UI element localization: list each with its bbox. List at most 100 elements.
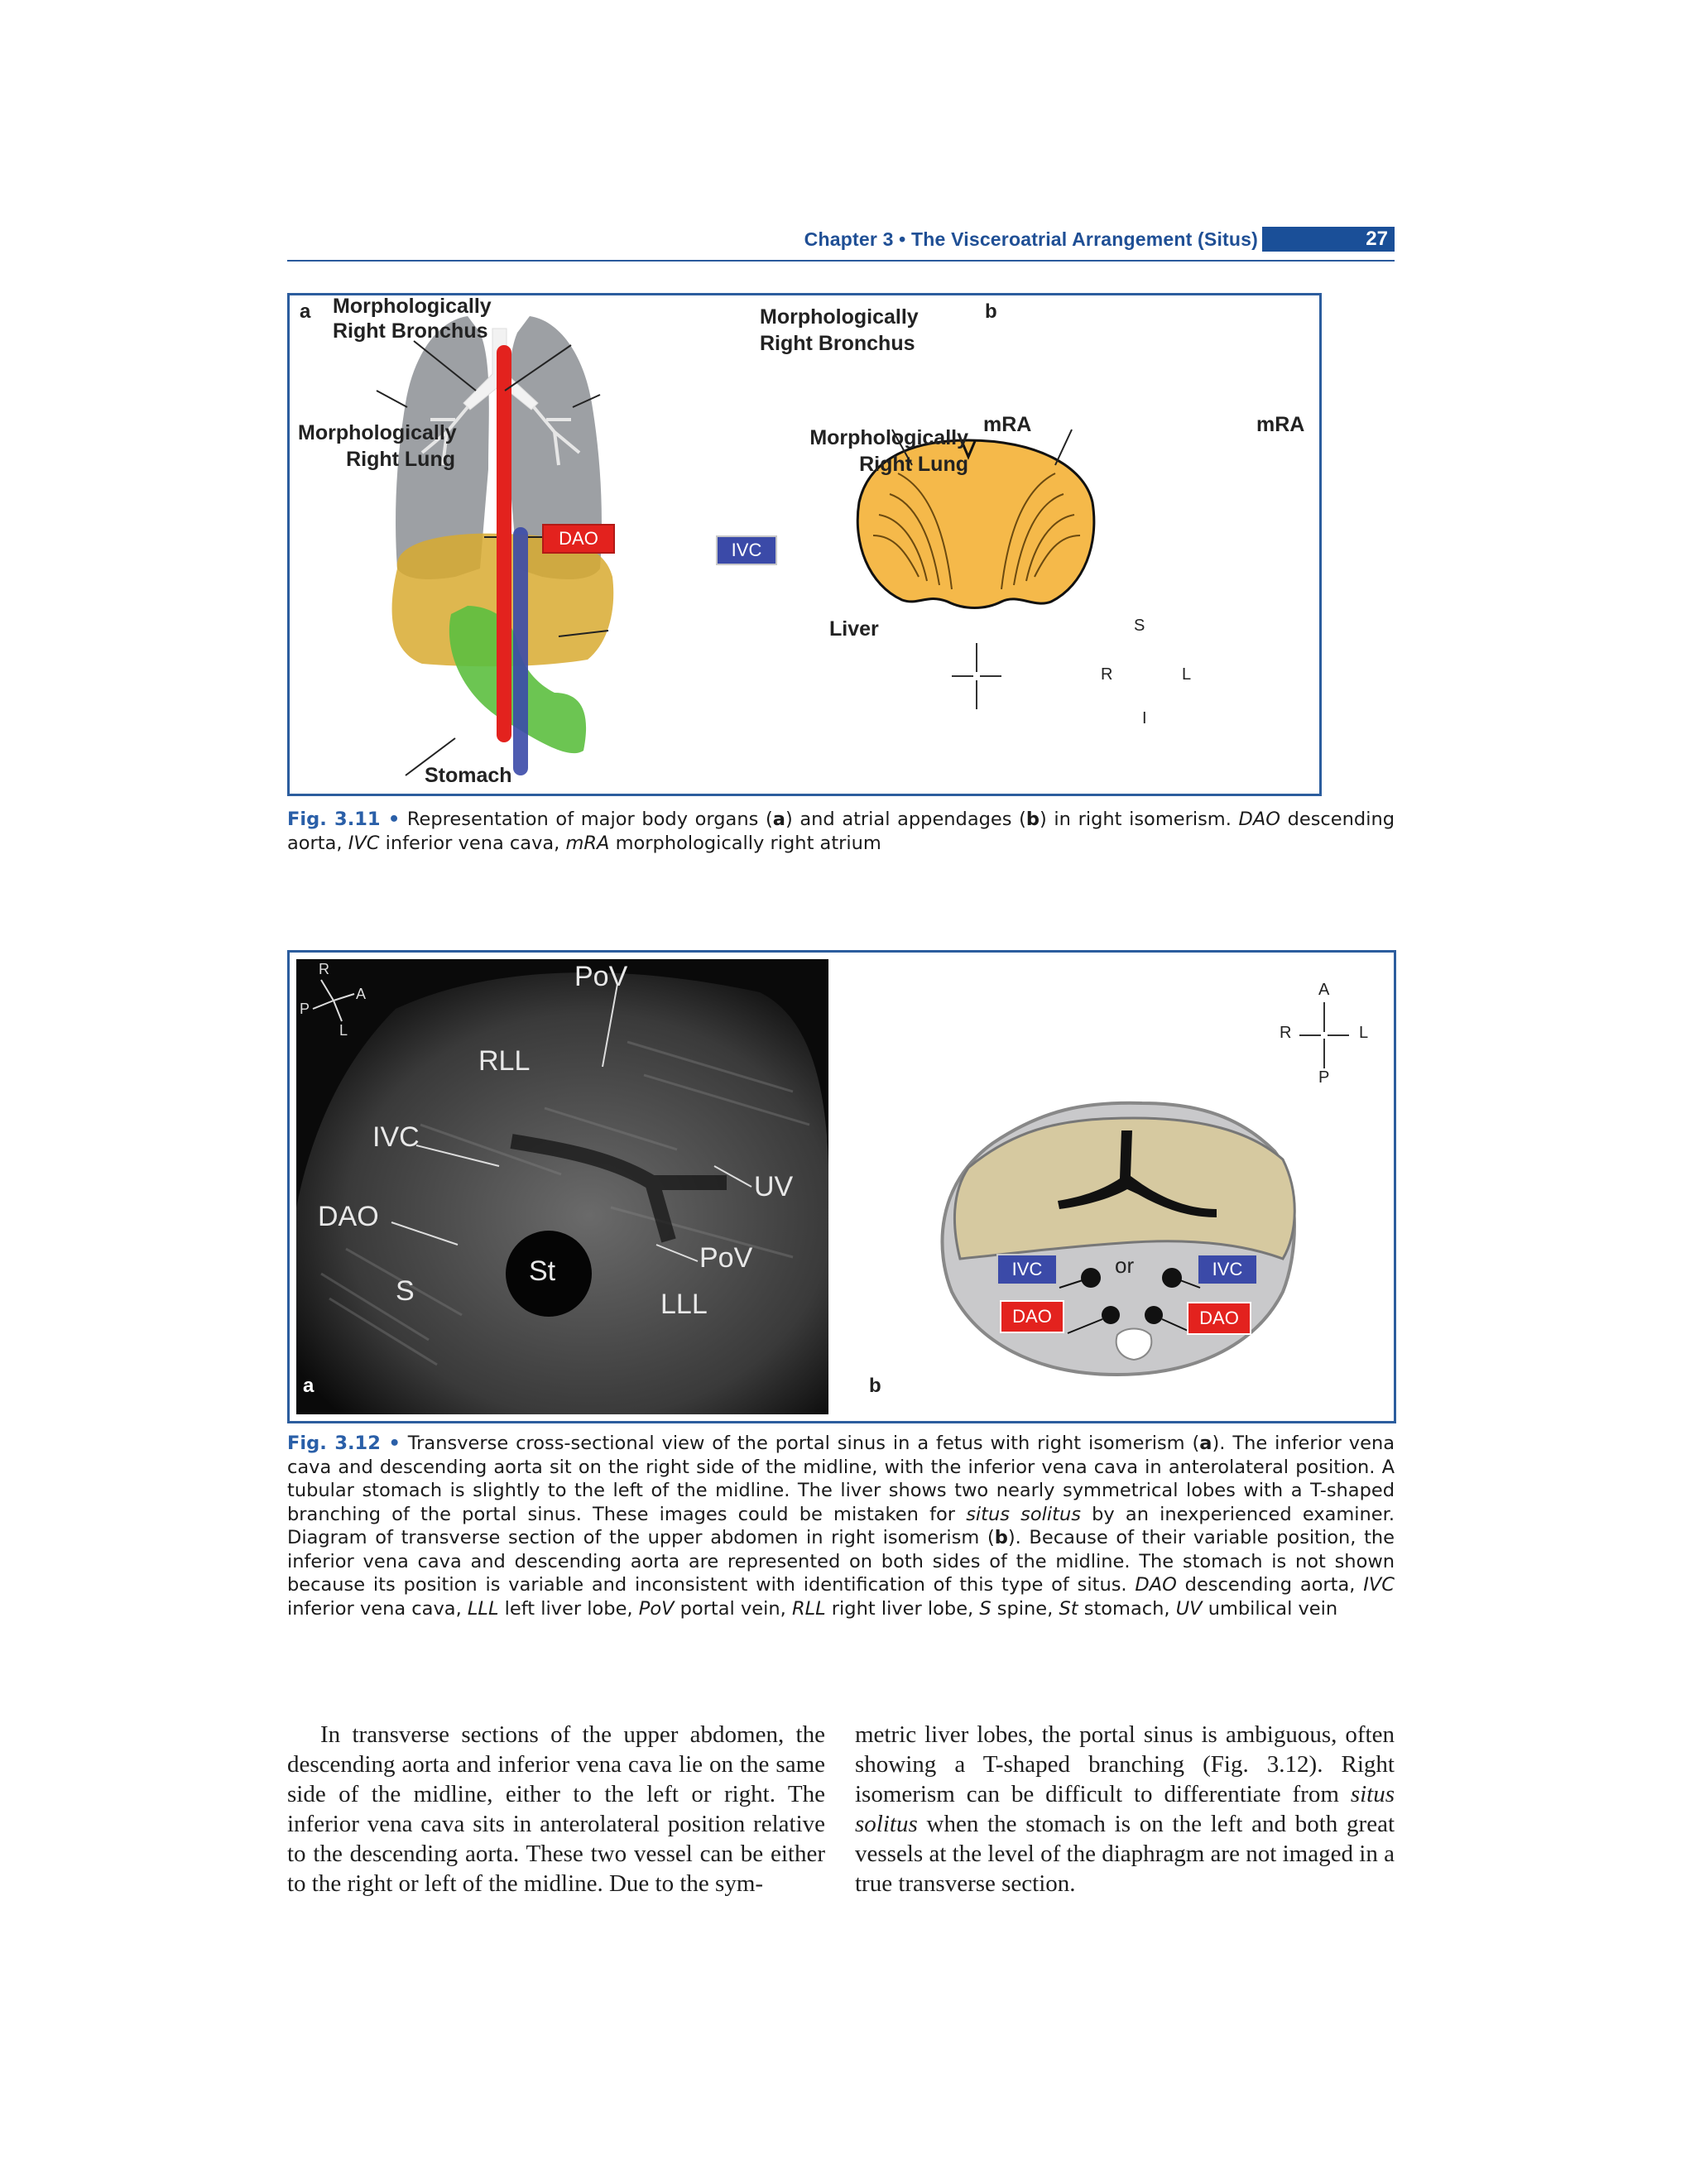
us-orient-a-label: A xyxy=(356,986,367,1002)
caption-panel-ref: a xyxy=(772,809,785,830)
mra-right-label: mRA xyxy=(1256,413,1305,436)
us-s-label: S xyxy=(396,1275,415,1307)
caption-abbrev: mRA xyxy=(565,832,610,854)
caption-text: umbilical vein xyxy=(1202,1597,1338,1620)
lung-left-line-1: Morphologically xyxy=(298,421,457,444)
us-pov-top-label: PoV xyxy=(574,961,628,992)
body-column-right: metric liver lobes, the portal sinus is … xyxy=(855,1720,1395,1898)
lung-left-line-2: Right Lung xyxy=(346,448,455,471)
diagram-dao-left: DAO xyxy=(1000,1300,1064,1333)
compass-center xyxy=(1321,1032,1328,1039)
us-ivc-line xyxy=(415,1145,500,1167)
bronchial-tree-right xyxy=(532,406,581,466)
caption-text: ) in right isomerism. xyxy=(1040,809,1239,830)
figure-3-11-caption: Fig. 3.11 • Representation of major body… xyxy=(287,808,1395,855)
caption-text: spine, xyxy=(991,1597,1059,1620)
us-uv-line xyxy=(713,1165,752,1188)
caption-abbrev: PoV xyxy=(638,1597,675,1620)
caption-figure-label: Fig. 3.11 • xyxy=(287,809,401,830)
ivc-right-line xyxy=(1179,1279,1201,1289)
dao-dot-left xyxy=(1102,1306,1120,1324)
caption-text: ) and atrial appendages ( xyxy=(785,809,1026,830)
caption-text: inferior vena cava, xyxy=(379,832,566,854)
caption-abbrev: LLL xyxy=(467,1597,499,1620)
figure-3-11: a Morphologically Right Bronchus Morphol… xyxy=(287,293,1322,796)
caption-panel-ref: b xyxy=(1025,809,1040,830)
ivc-dot-left xyxy=(1081,1268,1101,1288)
mra-left-line xyxy=(891,429,913,466)
atrium-shape xyxy=(856,439,1096,609)
page-number: 27 xyxy=(1262,227,1395,252)
spine xyxy=(1115,1327,1153,1361)
us-ivc-label: IVC xyxy=(372,1121,420,1153)
bronchus-right-line xyxy=(504,344,572,391)
us-liver-region xyxy=(296,972,828,1414)
dao-left-line xyxy=(1067,1318,1103,1334)
ultrasound-texture xyxy=(296,972,828,1414)
compass-r: R xyxy=(1280,1024,1292,1042)
body-italic-term: situs solitus xyxy=(855,1781,1395,1837)
portal-t-branching xyxy=(1058,1130,1217,1217)
compass-i: I xyxy=(1142,709,1147,727)
us-orient-l xyxy=(333,1000,343,1022)
us-orient-a xyxy=(333,993,355,1001)
lung-left-line xyxy=(376,390,408,408)
diagram-or: or xyxy=(1115,1253,1135,1278)
mra-left-label: mRA xyxy=(983,413,1032,436)
us-rll-label: RLL xyxy=(478,1045,531,1077)
compass-p: P xyxy=(1318,1068,1330,1087)
stomach-line xyxy=(405,737,456,776)
bronchus-right-line-2: Right Bronchus xyxy=(760,332,915,355)
caption-abbrev: DAO xyxy=(1135,1574,1177,1596)
figure-3-11-illustration xyxy=(376,316,1096,776)
compass-l: L xyxy=(1182,665,1192,684)
compass-s: S xyxy=(1134,617,1145,635)
caption-abbrev: S xyxy=(979,1597,992,1620)
mra-right-line xyxy=(1054,429,1073,466)
us-orient-l-label: L xyxy=(339,1022,348,1039)
body-paragraph-1: In transverse sections of the upper abdo… xyxy=(287,1721,825,1897)
caption-text: left liver lobe, xyxy=(498,1597,639,1620)
us-stomach xyxy=(506,1231,592,1317)
ultrasound-image: R A P L PoV RLL IVC UV DAO PoV St S LLL … xyxy=(296,959,828,1414)
lung-right-line xyxy=(572,394,601,408)
right-pectinate xyxy=(1001,473,1081,590)
diagram-ivc-left: IVC xyxy=(996,1254,1058,1285)
chapter-title: Chapter 3 • The Visceroatrial Arrangemen… xyxy=(804,228,1258,251)
us-orient-p xyxy=(312,1000,334,1010)
figure-3-12: R A P L PoV RLL IVC UV DAO PoV St S LLL … xyxy=(287,950,1396,1423)
caption-panel-ref: b xyxy=(994,1527,1008,1548)
ivc-left-line xyxy=(1059,1279,1083,1289)
caption-text: portal vein, xyxy=(674,1597,792,1620)
us-dao-label: DAO xyxy=(318,1201,379,1232)
diagram-dao-right: DAO xyxy=(1187,1302,1251,1335)
panel-b-label: b xyxy=(985,300,997,323)
compass-l: L xyxy=(1359,1024,1369,1042)
caption-italic: situs solitus xyxy=(966,1503,1081,1525)
caption-text: Representation of major body organs ( xyxy=(400,809,773,830)
running-header: Chapter 3 • The Visceroatrial Arrangemen… xyxy=(287,227,1395,262)
panel-a-label: a xyxy=(300,300,311,323)
us-pov-top-line xyxy=(602,983,618,1068)
chapter-bullet: • xyxy=(899,228,906,250)
us-uv-label: UV xyxy=(754,1171,794,1202)
caption-abbrev: IVC xyxy=(1363,1574,1395,1596)
caption-text: morphologically right atrium xyxy=(609,832,881,854)
compass-r: R xyxy=(1101,665,1113,684)
caption-panel-ref: a xyxy=(1199,1433,1212,1454)
caption-text: right liver lobe, xyxy=(825,1597,980,1620)
bronchus-right-label: Morphologically Right Bronchus xyxy=(760,304,919,357)
caption-abbrev: UV xyxy=(1175,1597,1203,1620)
ivc-tag: IVC xyxy=(716,535,777,565)
dao-vessel xyxy=(497,345,511,742)
dao-tag: DAO xyxy=(542,524,615,554)
compass-a: A xyxy=(1318,981,1330,999)
chapter-title-text: The Visceroatrial Arrangement (Situs) xyxy=(911,228,1258,250)
us-lll-label: LLL xyxy=(660,1289,708,1320)
panel-b-label: b xyxy=(869,1375,881,1397)
us-pov-mid-line xyxy=(655,1244,699,1262)
bronchus-left-line xyxy=(413,340,477,391)
caption-text: descending aorta, xyxy=(1176,1574,1364,1596)
figure-3-12-caption: Fig. 3.12 • Transverse cross-sectional v… xyxy=(287,1432,1395,1620)
left-pectinate xyxy=(872,473,953,590)
